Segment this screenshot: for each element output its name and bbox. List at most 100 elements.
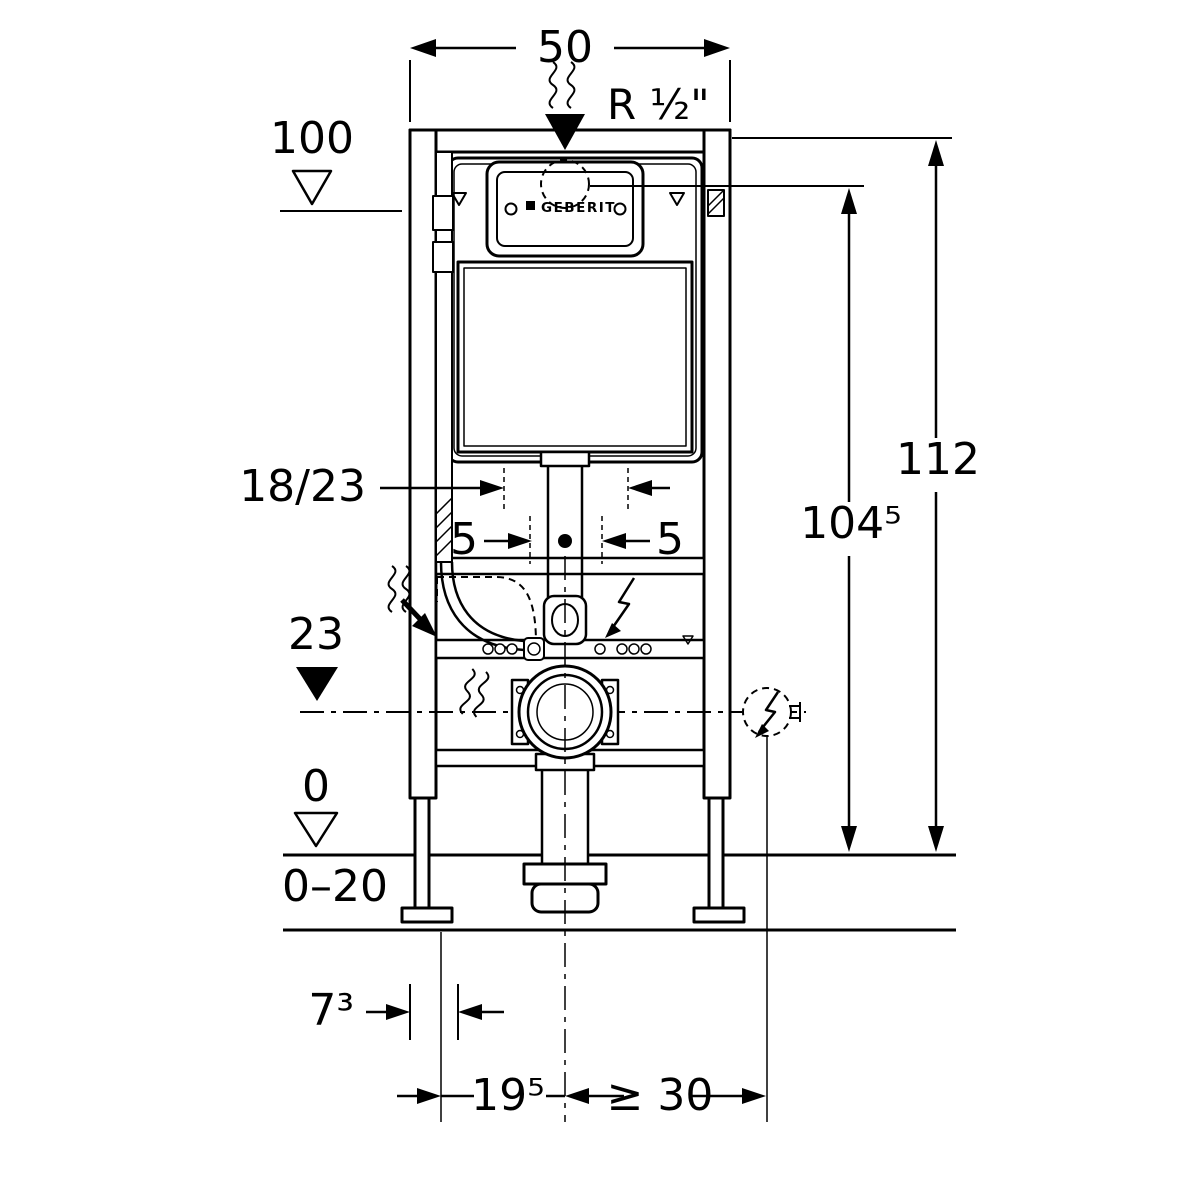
dim-arrow-icon [386,1004,410,1020]
actuator-plate-inner [496,171,634,247]
fixing-hole [482,643,494,655]
left-foot-plate [400,906,454,924]
dim-label: 104⁵ [800,498,902,549]
dim-arrow-icon [742,1088,766,1104]
pipe-clearance-lines [529,516,603,564]
level-marker-0: 0 [293,761,339,848]
supply-bracket [523,637,545,661]
dim-label: 18/23 [239,461,366,512]
water-level-mark-right [669,192,685,206]
dim-label: 50 [537,22,593,73]
center-point-dot [558,534,572,548]
right-foot-plate [692,906,746,924]
flush-pipe-walls [546,466,584,598]
dim-foot-7-3: 7³ [308,984,504,1040]
dimensions: 50 R ½" 100 18/23 5 5 [239,22,980,1122]
label-supply-thread: R ½" [607,80,710,129]
conduit-box-upper [432,195,454,231]
dim-arrow-icon [417,1088,441,1104]
water-supply-conduit [432,151,537,652]
level-marker-23: 23 [288,609,344,701]
level-label: 23 [288,609,344,660]
label-floor-range: 0–20 [282,861,388,912]
dim-arrow-right [704,39,730,57]
dim-arrow-icon [458,1004,482,1020]
level-label: 100 [270,113,354,164]
dim-label: 7³ [308,985,354,1036]
geberit-logo-square [526,201,535,210]
dim-offset-5-5: 5 5 [450,514,684,565]
break-squiggle-mid [459,668,490,718]
frame-crossbar-upper [434,556,706,576]
dim-label-right: 5 [656,514,684,565]
cistern-front-inner [463,267,687,447]
lightning-icon [609,577,636,631]
dim-label: 112 [896,434,980,485]
dim-extension-lines [409,60,731,122]
filling-valve-hatch [707,189,725,215]
supply-bend-inner [450,561,525,643]
flush-pipe-coupler [539,450,591,468]
right-leg [707,796,725,912]
dim-flush-pipe-18-23: 18/23 [239,461,670,512]
lightning-arrowhead-icon [755,724,769,738]
supply-bracket-hole [527,642,541,656]
power-connection-circle [742,687,792,737]
dim-arrow-up-icon [841,188,857,214]
squiggle-icon [459,668,476,715]
floor-lines [283,853,956,932]
level-marker-100: 100 [270,113,402,212]
dim-bottom-offsets: 19⁵ ≥ 30 [397,736,768,1122]
fixing-row [482,635,694,661]
dim-width-50: 50 [409,22,731,122]
power-connection-spare [742,687,801,738]
level-mark-small [682,635,694,645]
plate-screw-right [613,202,627,216]
dim-arrow-left-icon [628,480,652,496]
fixing-hole [494,643,506,655]
lightning-arrowhead-icon [605,623,621,638]
dim-arrow-right-icon [480,480,504,496]
push-button-center [540,159,590,209]
flush-pipe [503,450,629,646]
dim-arrow-down-icon [928,826,944,852]
plug-icon [789,702,801,722]
dim-arrow-up-icon [928,140,944,166]
power-option-frame [605,577,636,638]
lightning-icon [758,691,780,733]
actuator-plate: GEBERIT [485,159,645,258]
squiggle-icon [548,61,558,109]
dim-arrow-down-icon [841,826,857,852]
fixing-hole [506,643,518,655]
level-triangle-open-icon [291,169,333,206]
left-leg [413,796,431,912]
supply-arrow-down-icon [545,114,585,150]
plate-screw-left [504,202,518,216]
squiggle-icon [566,61,576,109]
fixing-hole [616,643,628,655]
dim-arrow-icon [602,533,626,549]
cistern-front-opening [456,260,694,454]
dim-label-supply-offset: 19⁵ [471,1070,545,1121]
frame-right-rail [702,128,732,800]
supply-pointer [400,598,437,637]
dim-label-left: 5 [450,514,478,565]
dim-arrow-icon [508,533,532,549]
pointer-shaft [400,598,423,622]
dim-arrow-left [410,39,436,57]
dim-extension-lines [409,984,459,1040]
fixing-hole [640,643,652,655]
geberit-logo-text: GEBERIT [541,200,616,216]
fixing-hole [594,643,606,655]
water-level-mark-left [451,192,467,206]
conduit-box-lower [432,241,454,273]
dim-height-112: 112 [732,137,980,852]
squiggle-icon [473,671,490,718]
squiggle-icon [401,565,411,613]
pointer-arrowhead-icon [412,613,437,637]
sleeve-clearance-lines [503,468,629,512]
level-triangle-open-icon [293,811,339,848]
protection-outline-dashed [436,576,537,645]
